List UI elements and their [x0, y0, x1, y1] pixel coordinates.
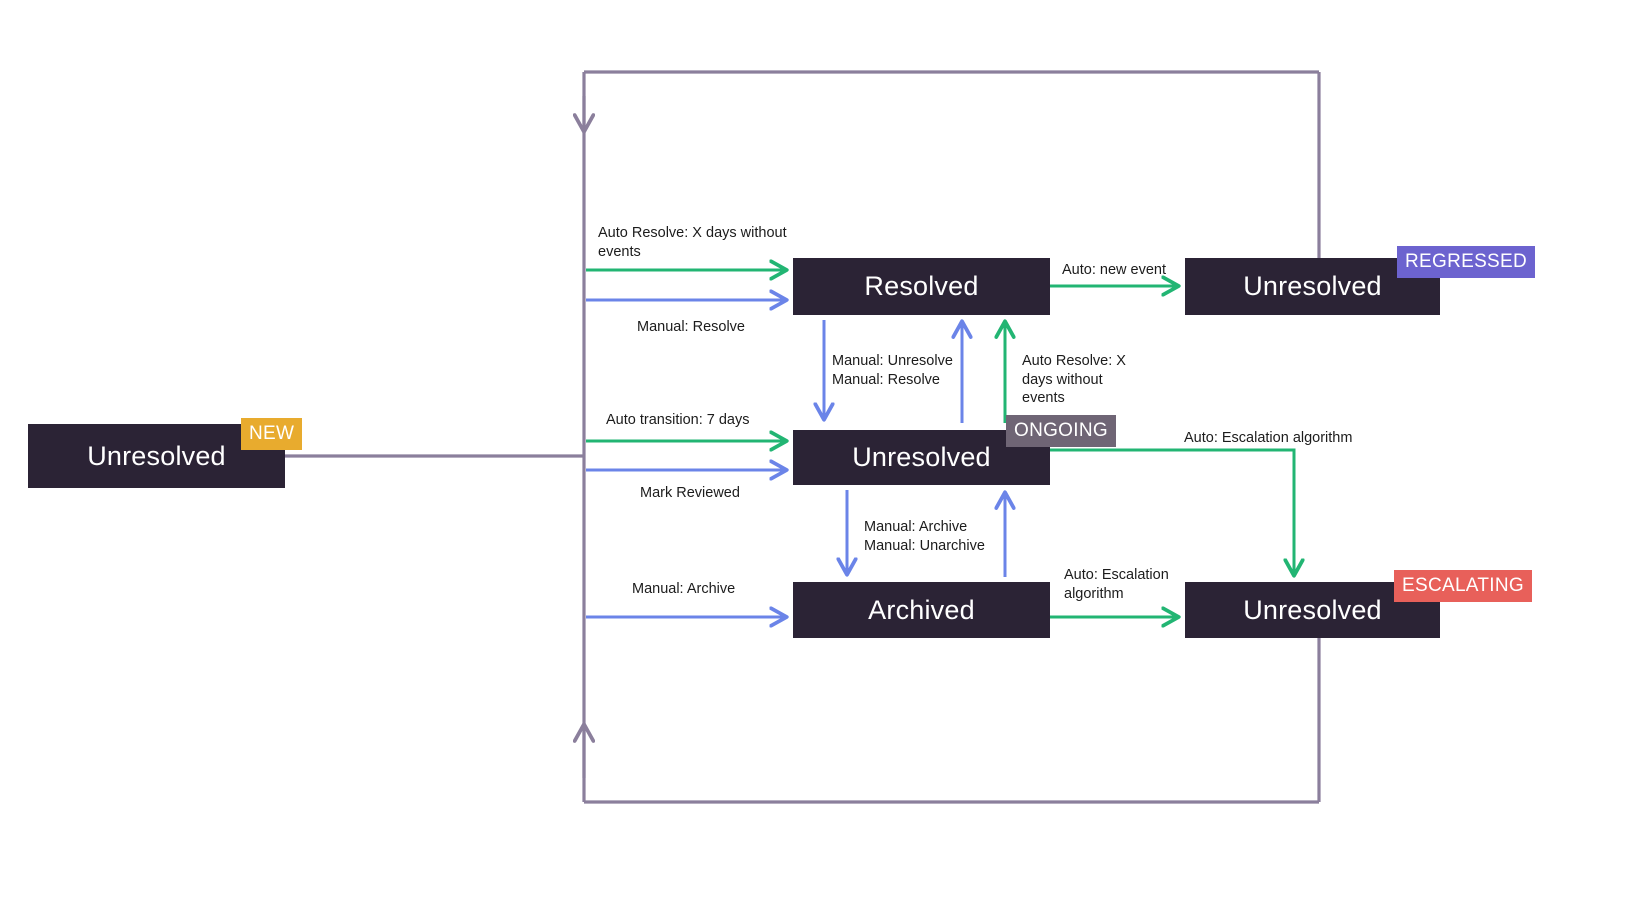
- node-resolved[interactable]: Resolved: [793, 258, 1050, 315]
- edge-label-manual-resolve: Manual: Resolve: [637, 319, 745, 335]
- node-label: Unresolved: [852, 442, 991, 472]
- node-ongoing-unresolved[interactable]: Unresolved: [793, 430, 1050, 485]
- edge-auto-group: [586, 270, 1294, 617]
- edge-label-auto-escalation-algorithm-top: Auto: Escalation algorithm: [1184, 430, 1353, 446]
- node-label: Archived: [868, 594, 975, 625]
- edge-label-manual-archive-unarchive: Manual: Archive Manual: Unarchive: [864, 519, 985, 554]
- node-archived[interactable]: Archived: [793, 582, 1050, 638]
- edge-label-auto-transition-7-days: Auto transition: 7 days: [606, 412, 750, 428]
- edge-auto-escalation-top: [1050, 448, 1294, 574]
- status-badge-label: NEW: [249, 423, 295, 444]
- edge-label-auto-escalation-algorithm-bottom: Auto: Escalation algorithm: [1064, 567, 1169, 602]
- status-badge-escalating: ESCALATING: [1394, 570, 1532, 602]
- edge-label-manual-archive: Manual: Archive: [632, 581, 736, 597]
- edge-label-auto-new-event: Auto: new event: [1062, 262, 1166, 278]
- status-badge-new: NEW: [241, 418, 303, 450]
- node-regressed-unresolved[interactable]: Unresolved: [1185, 258, 1440, 315]
- status-badge-label: REGRESSED: [1405, 251, 1528, 272]
- node-label: Unresolved: [87, 440, 226, 471]
- edge-label-auto-resolve-x-days-2: Auto Resolve: X days without events: [1022, 353, 1126, 407]
- node-label: Unresolved: [1243, 271, 1382, 301]
- status-badge-label: ESCALATING: [1402, 575, 1524, 596]
- edge-label-mark-reviewed: Mark Reviewed: [640, 485, 740, 501]
- status-badge-label: ONGOING: [1014, 420, 1108, 441]
- node-label: Unresolved: [1243, 594, 1382, 625]
- edge-loop-group: [285, 70, 1321, 804]
- edge-label-manual-unresolve-resolve: Manual: Unresolve Manual: Resolve: [832, 353, 953, 388]
- node-escalating-unresolved[interactable]: Unresolved: [1185, 582, 1440, 638]
- node-label: Resolved: [864, 271, 979, 301]
- edge-manual-group: [586, 300, 1005, 617]
- status-badge-regressed: REGRESSED: [1397, 246, 1536, 278]
- status-badge-ongoing: ONGOING: [1006, 415, 1116, 447]
- edge-label-auto-resolve-x-days: Auto Resolve: X days without events: [598, 225, 787, 260]
